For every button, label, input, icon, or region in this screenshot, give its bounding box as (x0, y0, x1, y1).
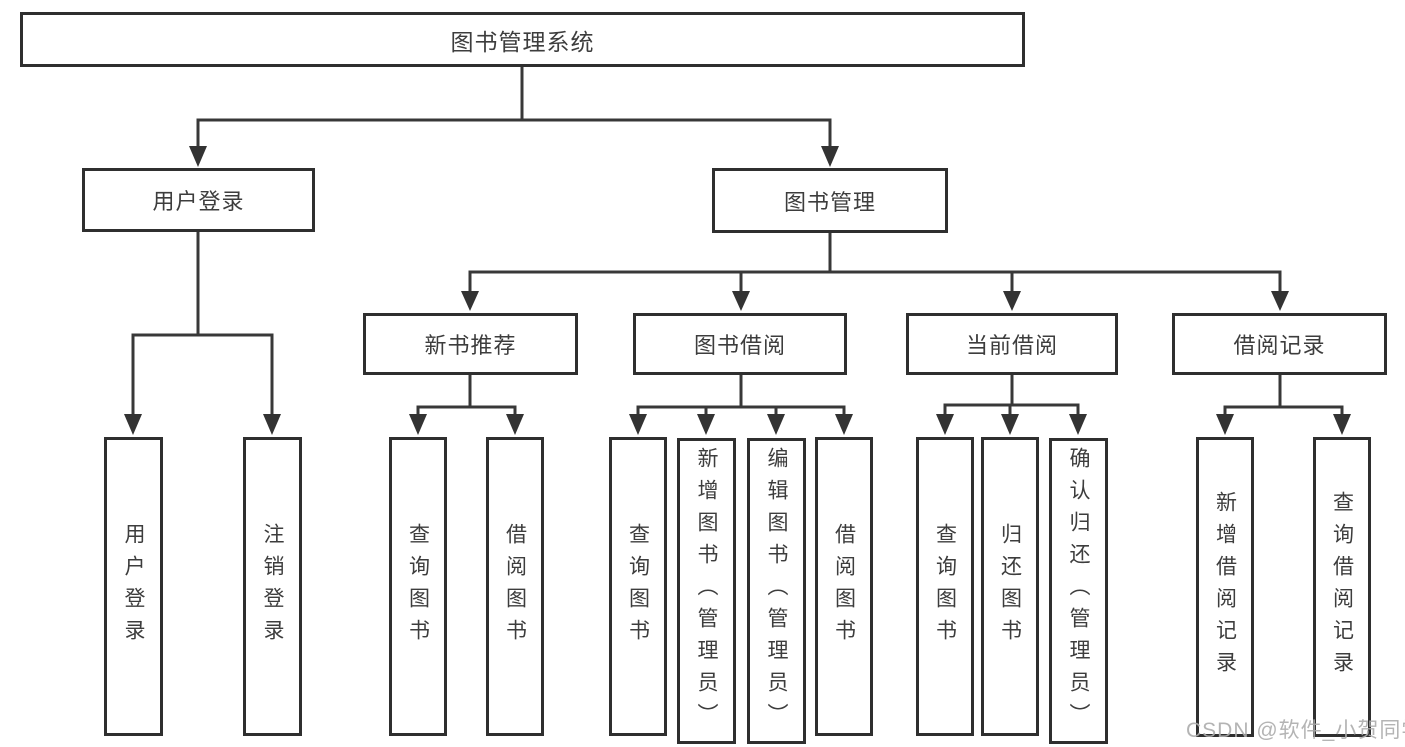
node-label: 查询借阅记录 (1330, 491, 1354, 683)
node-label: 用户登录 (122, 522, 145, 651)
leaf-query-borrow-record: 查询借阅记录 (1313, 437, 1371, 737)
leaf-query-books: 查询图书 (609, 437, 667, 736)
node-label: 注销登录 (261, 522, 284, 651)
node-label: 查询图书 (406, 522, 430, 651)
leaf-query-books: 查询图书 (916, 437, 974, 736)
node-label: 借阅图书 (832, 522, 856, 651)
leaf-confirm-return-admin: 确认归还（管理员） (1049, 438, 1108, 744)
leaf-edit-books-admin: 编辑图书（管理员） (747, 438, 806, 744)
tree-edges (131, 67, 1344, 416)
node-label: 图书管理系统 (450, 28, 595, 55)
node-label: 查询图书 (933, 522, 957, 651)
node-book-management-branch: 图书管理 (712, 168, 948, 233)
node-label: 新书推荐 (424, 333, 517, 358)
node-label: 图书借阅 (693, 333, 786, 358)
leaf-borrow-books: 借阅图书 (486, 437, 544, 736)
leaf-return-books: 归还图书 (981, 437, 1039, 736)
leaf-user-login: 用户登录 (104, 437, 163, 736)
node-label: 当前借阅 (965, 333, 1058, 358)
leaf-add-borrow-record: 新增借阅记录 (1196, 437, 1254, 737)
csdn-watermark: CSDN @软件_小贺同学 (1186, 719, 1405, 742)
node-label: 新增借阅记录 (1213, 491, 1237, 683)
node-label: 确认归还（管理员） (1067, 447, 1090, 735)
node-label: 编辑图书（管理员） (765, 447, 788, 735)
node-label: 新增图书（管理员） (695, 447, 718, 735)
node-label: 查询图书 (626, 522, 650, 651)
leaf-add-books-admin: 新增图书（管理员） (677, 438, 736, 744)
leaf-logout: 注销登录 (243, 437, 302, 736)
node-book-borrowing: 图书借阅 (633, 313, 847, 375)
node-current-borrowing: 当前借阅 (906, 313, 1118, 375)
leaf-query-books: 查询图书 (389, 437, 447, 736)
node-system-title: 图书管理系统 (20, 12, 1025, 67)
node-label: 用户登录 (152, 189, 245, 214)
node-user-login-branch: 用户登录 (82, 168, 315, 232)
node-label: 借阅图书 (503, 522, 527, 651)
node-label: 归还图书 (998, 522, 1022, 651)
node-borrowing-records: 借阅记录 (1172, 313, 1387, 375)
arrowheads (124, 146, 1351, 435)
node-label: 借阅记录 (1233, 333, 1326, 358)
node-label: 图书管理 (783, 189, 876, 215)
node-new-book-recommend: 新书推荐 (363, 313, 578, 375)
leaf-borrow-books: 借阅图书 (815, 437, 873, 736)
